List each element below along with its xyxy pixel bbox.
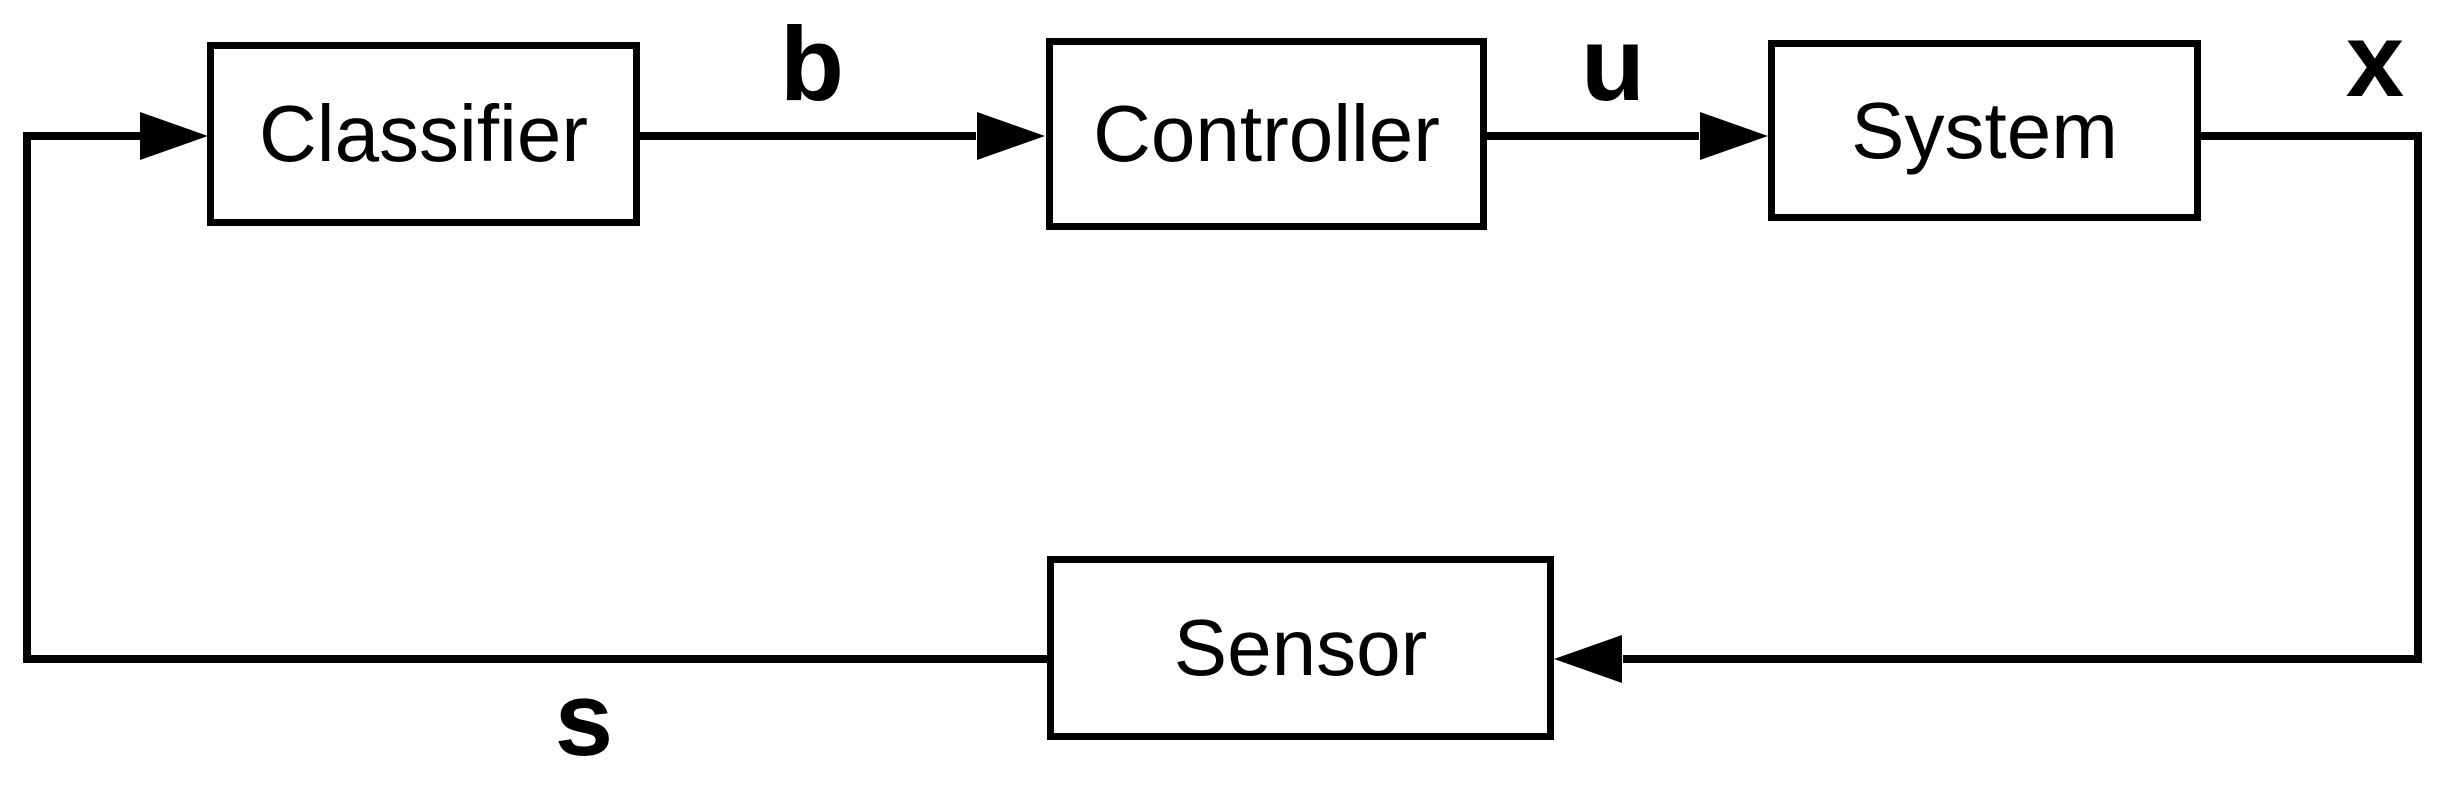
line-into-sensor: [1623, 655, 2422, 663]
line-left-vertical: [23, 132, 31, 663]
line-feedback-into-classifier: [23, 132, 140, 140]
arrowhead-into-system: [1700, 112, 1768, 160]
arrowhead-into-classifier: [140, 112, 208, 160]
system-block: System: [1768, 40, 2201, 221]
line-controller-to-system: [1487, 132, 1699, 140]
arrowhead-into-sensor: [1554, 635, 1622, 683]
sensor-label: Sensor: [1173, 603, 1428, 692]
line-right-vertical: [2414, 132, 2422, 663]
controller-label: Controller: [1093, 89, 1440, 178]
arrowhead-into-controller: [977, 112, 1045, 160]
system-label: System: [1851, 85, 2118, 175]
signal-label-b: b: [779, 6, 845, 123]
signal-label-x: x: [2345, 2, 2405, 119]
controller-block: Controller: [1046, 38, 1487, 230]
line-sensor-output: [23, 655, 1049, 663]
classifier-label: Classifier: [259, 89, 588, 178]
sensor-block: Sensor: [1047, 556, 1554, 740]
classifier-block: Classifier: [207, 42, 640, 226]
line-classifier-to-controller: [640, 132, 976, 140]
signal-label-s: s: [554, 661, 614, 778]
signal-label-u: u: [1580, 6, 1646, 123]
line-system-output: [2201, 132, 2422, 140]
